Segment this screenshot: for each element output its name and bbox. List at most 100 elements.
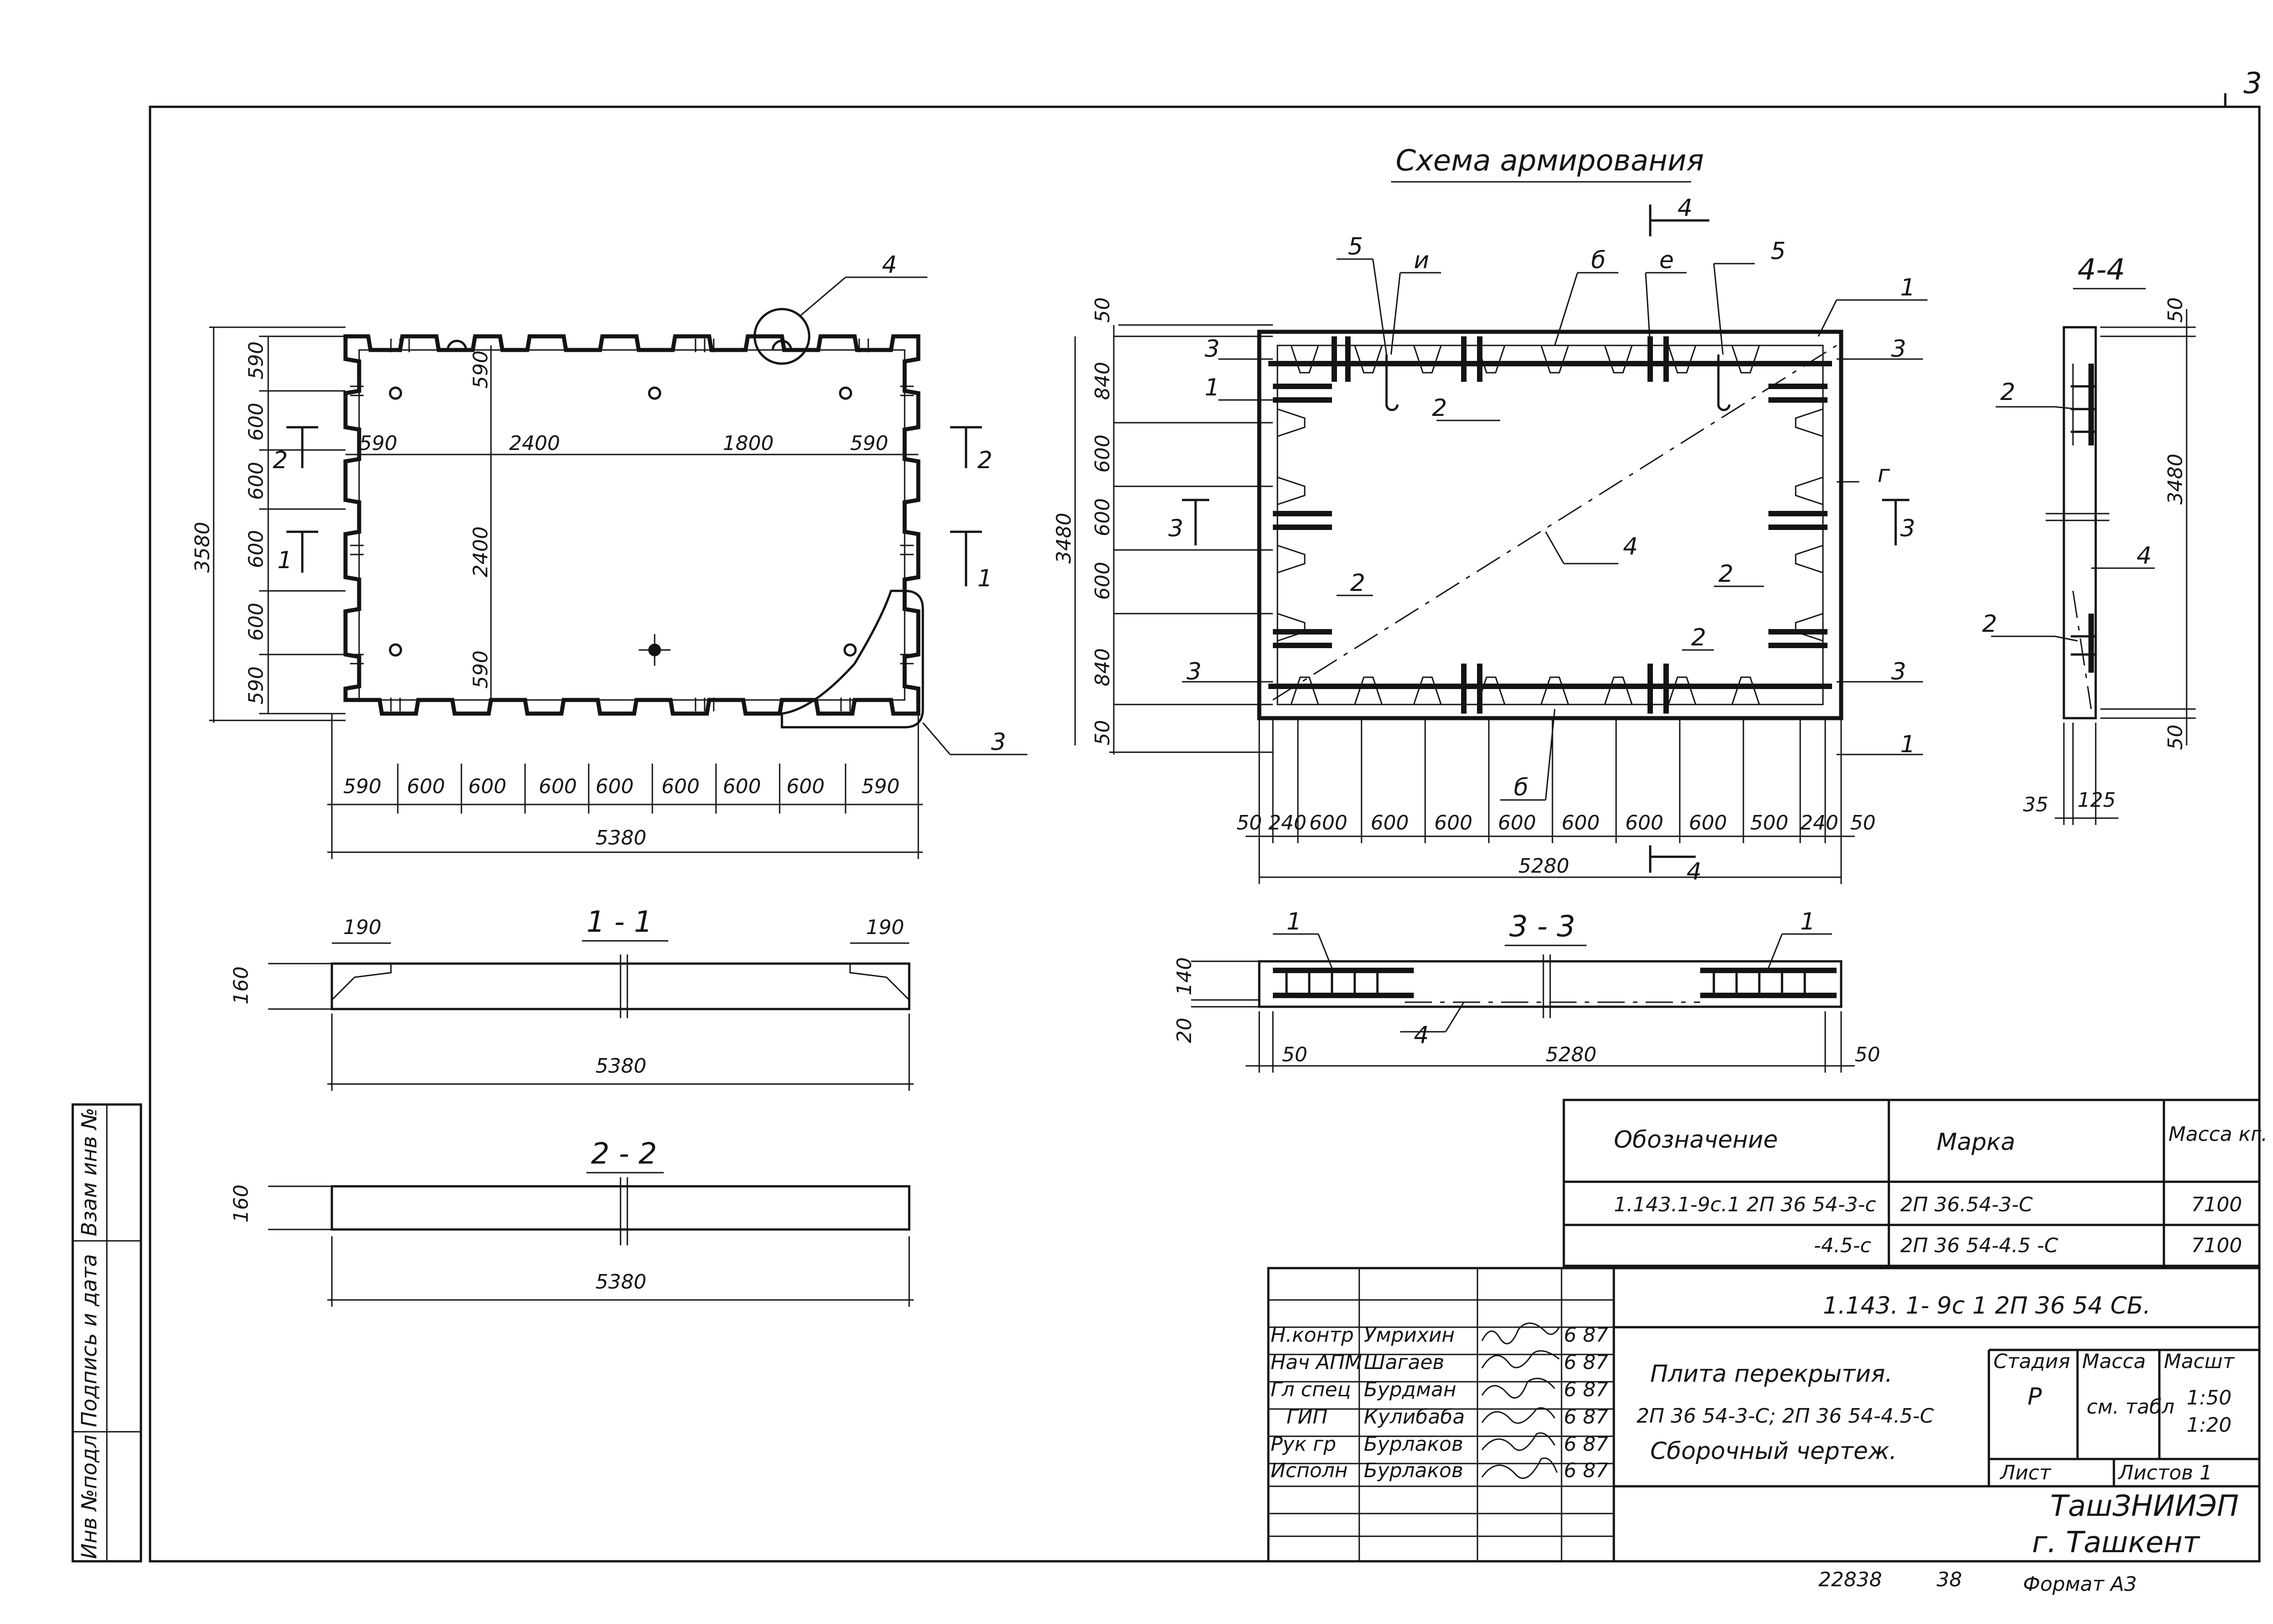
reinf-bottom-12: 50 [1850, 811, 1876, 834]
reinforcement-view: Схема армирования [1052, 144, 1928, 885]
title-scale-2: 1:20 [2187, 1414, 2232, 1437]
reinf-bottom-6: 600 [1498, 811, 1536, 834]
cut-4-bottom: 4 [1687, 858, 1702, 885]
plan-bottom-dim-7: 600 [723, 775, 761, 798]
signatures [1481, 1322, 1560, 1479]
plan-bottom-dim-2: 600 [407, 775, 445, 798]
title-name-line1: Плита перекрытия. [1650, 1360, 1892, 1388]
rib-pockets [1277, 345, 1823, 705]
plan-bottom-dim-9: 590 [861, 775, 900, 798]
plan-left-600-a: 600 [245, 403, 268, 441]
spec-row1-designation: 1.143.1-9с.1 2П 36 54-3-с [1614, 1193, 1876, 1216]
role-5-date: 6 87 [1564, 1459, 1608, 1482]
role-4-date: 6 87 [1564, 1433, 1608, 1456]
marker-mid-4: 4 [1623, 533, 1638, 560]
reinf-bottom-3: 600 [1309, 811, 1347, 834]
plan-inner-v-2400: 2400 [469, 526, 492, 577]
marker-mid-b: б [1514, 774, 1528, 801]
section-4-4-marker-2b: 2 [1982, 610, 1997, 638]
plan-left-600-d: 600 [245, 603, 268, 641]
title-mass-header: Масса [2082, 1350, 2146, 1373]
section-3-3: 3 - 3 1 1 4 140 20 50 [1173, 908, 1880, 1073]
spec-row2-mass: 7100 [2191, 1234, 2242, 1257]
plan-callout-3: 3 [991, 729, 1006, 756]
title-mass: см. табл [2087, 1395, 2174, 1419]
spec-row1-mass: 7100 [2191, 1193, 2242, 1216]
section-4-4-height: 3480 [2164, 454, 2187, 505]
marker-mid-2b: 2 [1350, 570, 1365, 597]
role-5-name: Бурлаков [1364, 1459, 1463, 1482]
plan-inner-v-590-a: 590 [469, 350, 492, 389]
plan-cut-1-left: 1 [277, 547, 292, 574]
plan-inner-v-590-b: 590 [469, 650, 492, 689]
reinf-bottom-11: 240 [1800, 811, 1838, 834]
plan-inner-590-b: 590 [850, 432, 888, 455]
spec-header-mark: Марка [1937, 1129, 2015, 1156]
role-2-date: 6 87 [1564, 1378, 1608, 1401]
plan-bottom-dim-5: 600 [596, 775, 634, 798]
section-3-3-title: 3 - 3 [1509, 910, 1575, 944]
title-scale-header: Масшт [2164, 1350, 2235, 1373]
role-4-title: Рук гр [1271, 1433, 1336, 1456]
section-1-1-right-190: 190 [866, 916, 904, 939]
marker-right-3c: 3 [1891, 658, 1906, 685]
reinforcement-title: Схема армирования [1396, 144, 1704, 178]
section-3-3-marker-1a: 1 [1287, 908, 1302, 935]
role-1-title: Нач АПМ [1271, 1351, 1362, 1374]
plan-left-600-c: 600 [245, 530, 268, 568]
marker-left-3a: 3 [1205, 335, 1220, 363]
reinf-left-600a: 600 [1091, 435, 1114, 473]
plan-bottom-dims [327, 714, 923, 859]
reinf-bottom-2: 240 [1268, 811, 1307, 834]
title-stage-header: Стадия [1993, 1350, 2070, 1373]
marker-top-b: б [1591, 247, 1606, 274]
section-1-1-title: 1 - 1 [586, 905, 652, 939]
section-3-3-marker-4: 4 [1414, 1022, 1429, 1049]
plan-left-590-b: 590 [245, 666, 268, 705]
role-2-title: Гл спец [1271, 1378, 1351, 1401]
section-2-2-title: 2 - 2 [591, 1137, 657, 1171]
reinforcement-bars [1268, 336, 1832, 714]
title-city: г. Ташкент [2032, 1526, 2200, 1559]
spec-table: Обозначение Марка Масса кг. 1.143.1-9с.1… [1562, 1099, 2268, 1267]
section-1-1-left-190: 190 [343, 916, 381, 939]
reinforcement-left-dims [1074, 324, 1273, 755]
title-name-line2: 2П 36 54-3-С; 2П 36 54-4.5-С [1637, 1404, 1934, 1428]
spec-header-designation: Обозначение [1614, 1126, 1778, 1154]
role-1-name: Шагаев [1364, 1351, 1444, 1374]
plan-callout-4: 4 [882, 251, 897, 279]
title-sheets-label: Листов 1 [2118, 1461, 2212, 1484]
reinf-bottom-10: 500 [1750, 811, 1788, 834]
reinf-bottom-8: 600 [1625, 811, 1663, 834]
sheet-frame [149, 93, 2261, 1563]
role-3-name: Кулибаба [1364, 1405, 1465, 1429]
plan-inner-590-a: 590 [359, 432, 397, 455]
section-4-4-title: 4-4 [2078, 253, 2125, 287]
reinf-bottom-7: 600 [1562, 811, 1600, 834]
plan-left-dims [209, 326, 345, 723]
section-2-2: 2 - 2 160 5380 [230, 1137, 914, 1307]
marker-left-3c: 3 [1187, 658, 1202, 685]
plan-bottom-dim-3: 600 [468, 775, 506, 798]
reinf-left-600c: 600 [1091, 562, 1114, 600]
stamp-signature-date: Подпись и дата [77, 1254, 101, 1427]
marker-right-3a: 3 [1891, 335, 1906, 363]
stamp-inv-podl: Инв №подл [77, 1435, 101, 1559]
title-sheet-label: Лист [1999, 1461, 2052, 1484]
role-0-name: Умрихин [1364, 1324, 1455, 1347]
plan-cut-2-right: 2 [977, 447, 992, 474]
marker-mid-2a: 2 [1432, 395, 1447, 422]
plan-view: 590 2400 1800 590 590 2400 590 4 3 2 2 1… [191, 251, 1027, 859]
title-stage: Р [2028, 1383, 2042, 1410]
marker-top-i: и [1414, 247, 1429, 274]
plan-loops [389, 340, 857, 666]
section-3-3-marker-1b: 1 [1800, 908, 1815, 935]
marker-right-g: г [1877, 460, 1890, 488]
title-block: 1.143. 1- 9с 1 2П 36 54 СБ. Н.контр Умри… [1267, 1267, 2261, 1563]
section-3-3-d-left: 50 [1282, 1043, 1307, 1066]
plan-bottom-dim-1: 590 [343, 775, 381, 798]
stamp-vzam-inv: Взам инв № [77, 1108, 101, 1236]
plan-ticks [350, 339, 914, 711]
section-4-4-top: 50 [2164, 297, 2187, 323]
role-0-date: 6 87 [1564, 1324, 1608, 1347]
